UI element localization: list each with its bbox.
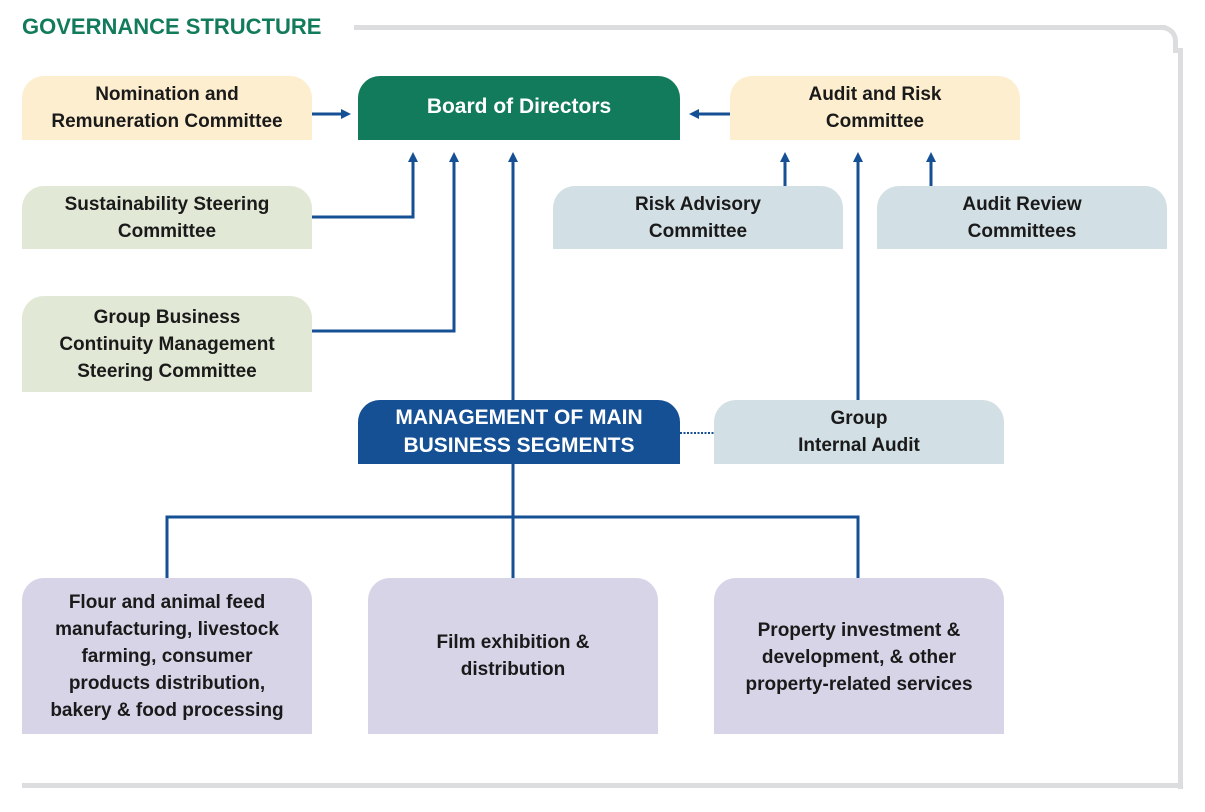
node-nomination-remuneration-committee: Nomination and Remuneration Committee (22, 76, 312, 140)
node-risk-advisory-committee: Risk Advisory Committee (553, 186, 843, 249)
node-group-bcm-steering-committee: Group Business Continuity Management Ste… (22, 296, 312, 392)
node-group-internal-audit: Group Internal Audit (714, 400, 1004, 464)
node-segment-property-investment: Property investment & development, & oth… (714, 578, 1004, 734)
node-segment-film-exhibition: Film exhibition & distribution (368, 578, 658, 734)
frame-border-corner (1150, 25, 1178, 53)
edge-sustainability-board (312, 152, 418, 219)
frame-border-right (1178, 48, 1183, 789)
node-management-main-business-segments: MANAGEMENT OF MAIN BUSINESS SEGMENTS (358, 400, 680, 464)
edge-bcm-board (312, 152, 459, 333)
node-segment-flour-feed-livestock: Flour and animal feed manufacturing, liv… (22, 578, 312, 734)
frame-border-bottom (22, 783, 1183, 788)
page-title: GOVERNANCE STRUCTURE (22, 14, 322, 39)
node-board-of-directors: Board of Directors (358, 76, 680, 140)
frame-border-top (354, 25, 1166, 30)
node-audit-review-committees: Audit Review Committees (877, 186, 1167, 249)
edge-segments-bus (165, 515, 860, 578)
node-sustainability-steering-committee: Sustainability Steering Committee (22, 186, 312, 249)
node-audit-risk-committee: Audit and Risk Committee (730, 76, 1020, 140)
